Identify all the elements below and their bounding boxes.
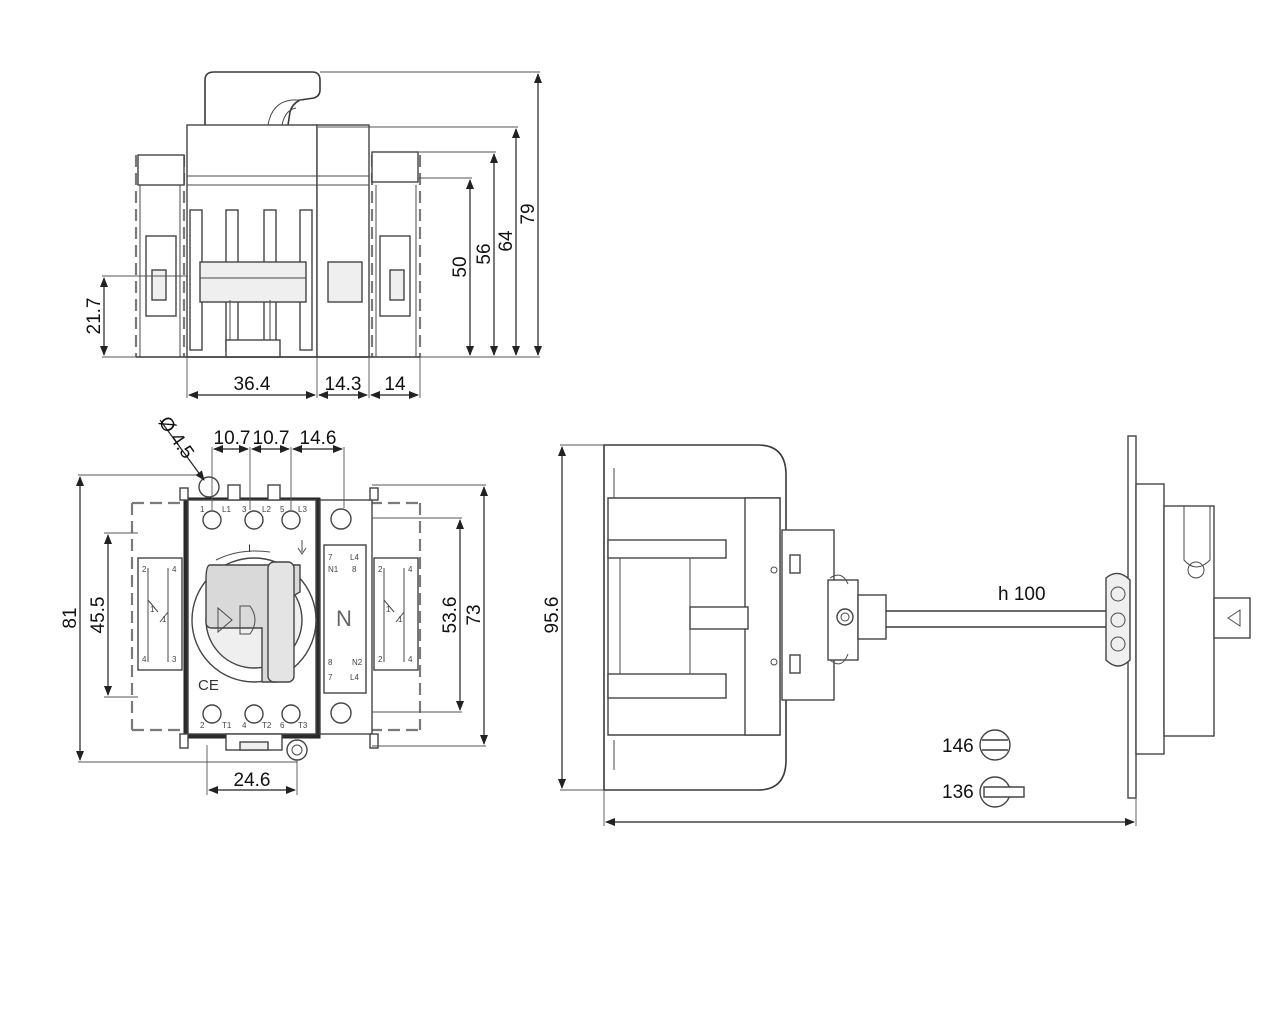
switch-on-label: I (248, 543, 251, 555)
dim-14-3: 14.3 (325, 374, 362, 395)
svg-text:7: 7 (328, 673, 333, 682)
svg-text:4: 4 (408, 565, 413, 574)
dim-45-5: 45.5 (88, 597, 109, 634)
svg-text:T3: T3 (298, 721, 308, 730)
dim-50: 50 (450, 256, 471, 277)
dim-36-4: 36.4 (234, 374, 271, 395)
dim-14-6: 14.6 (300, 428, 337, 449)
dim-56: 56 (474, 243, 495, 264)
top-view: 50 56 64 79 21.7 36.4 14.3 14 (84, 71, 542, 399)
svg-text:2: 2 (142, 565, 147, 574)
svg-text:7: 7 (328, 553, 333, 562)
svg-text:3: 3 (172, 655, 177, 664)
dim-53-6: 53.6 (440, 597, 461, 634)
svg-text:4: 4 (408, 655, 413, 664)
dim-10-7-b: 10.7 (253, 428, 290, 449)
svg-text:1: 1 (386, 605, 391, 614)
dim-hole-4-5: Ø 4.5 (154, 413, 198, 463)
dim-shaft-h100: h 100 (998, 584, 1046, 605)
svg-text:T1: T1 (222, 721, 232, 730)
svg-text:L1: L1 (222, 505, 231, 514)
svg-text:1: 1 (398, 615, 403, 624)
dim-95-6: 95.6 (542, 597, 563, 634)
svg-text:2: 2 (378, 655, 383, 664)
side-view: 146 136 95.6 h 100 (542, 435, 1251, 826)
svg-text:1: 1 (162, 615, 167, 624)
svg-text:5: 5 (280, 505, 285, 514)
dim-64: 64 (496, 230, 517, 252)
svg-text:N1: N1 (328, 565, 339, 574)
svg-text:2: 2 (378, 565, 383, 574)
dim-73: 73 (464, 604, 485, 625)
handle-136-label: 136 (942, 782, 974, 803)
handle-146-label: 146 (942, 736, 974, 757)
ce-mark: CE (198, 677, 219, 694)
svg-text:4: 4 (242, 721, 247, 730)
dim-14: 14 (384, 374, 406, 395)
dim-81: 81 (60, 607, 81, 628)
svg-text:L3: L3 (298, 505, 307, 514)
svg-text:1: 1 (150, 605, 155, 614)
dim-24-6: 24.6 (234, 770, 271, 791)
svg-text:T2: T2 (262, 721, 272, 730)
neutral-label: N (336, 606, 352, 631)
svg-text:8: 8 (328, 658, 333, 667)
svg-text:L2: L2 (262, 505, 271, 514)
svg-text:8: 8 (352, 565, 357, 574)
svg-text:N2: N2 (352, 658, 363, 667)
dim-79: 79 (518, 203, 539, 224)
svg-text:1: 1 (200, 505, 205, 514)
svg-text:L4: L4 (350, 553, 359, 562)
svg-text:L4: L4 (350, 673, 359, 682)
svg-text:4: 4 (142, 655, 147, 664)
svg-text:4: 4 (172, 565, 177, 574)
dim-21-7: 21.7 (84, 298, 105, 335)
svg-text:3: 3 (242, 505, 247, 514)
svg-text:6: 6 (280, 721, 285, 730)
svg-text:2: 2 (200, 721, 205, 730)
dim-10-7-a: 10.7 (214, 428, 251, 449)
